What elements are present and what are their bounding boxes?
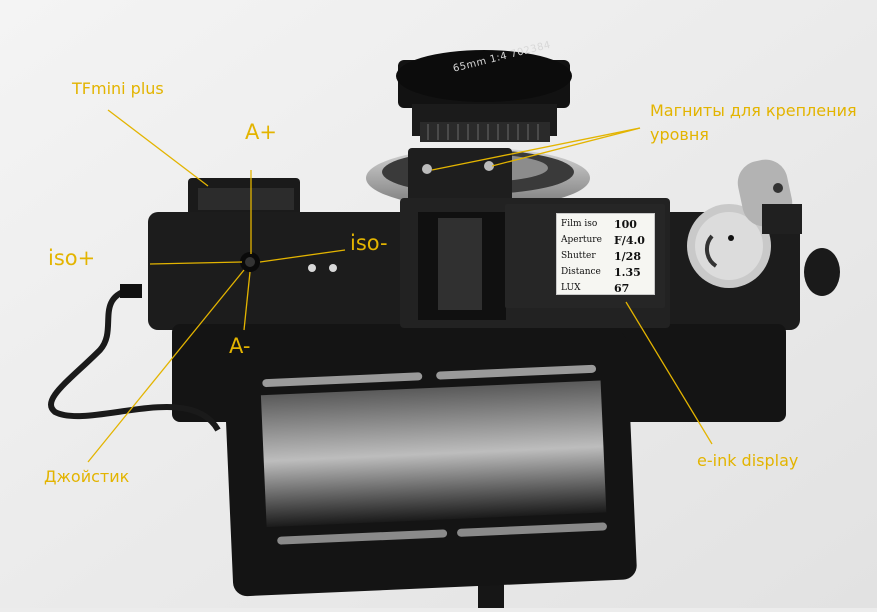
leader-iso-plus [149, 261, 243, 265]
annotation-lines [87, 109, 713, 463]
display-row-lux: LUX 67 [561, 280, 650, 296]
screw-dot [308, 264, 316, 272]
label-tfmini: TFmini plus [72, 79, 164, 98]
side-knob [762, 204, 840, 296]
label-iso-minus: iso- [350, 231, 388, 255]
cable [48, 287, 221, 432]
leader-eink [625, 301, 713, 445]
display-value: 100 [614, 217, 637, 231]
label-magnets-line1: Магниты для крепления [650, 101, 857, 120]
display-value: 67 [614, 281, 630, 295]
display-value: 1/28 [614, 249, 641, 263]
magnet-right [484, 161, 494, 171]
leader-tfmini [107, 109, 209, 187]
label-iso-plus: iso+ [48, 246, 96, 270]
leader-a-minus [243, 271, 251, 331]
eink-display: Film iso 100 Aperture F/4.0 Shutter 1/28… [556, 213, 655, 295]
display-row-shutter: Shutter 1/28 [561, 248, 650, 264]
joystick [240, 252, 260, 272]
display-key: Distance [561, 267, 601, 277]
leader-joystick [87, 269, 245, 463]
display-key: LUX [561, 283, 581, 293]
display-row-distance: Distance 1.35 [561, 264, 650, 280]
display-row-film-iso: Film iso 100 [561, 216, 650, 232]
display-key: Film iso [561, 219, 598, 229]
level-magnet-mount [408, 148, 512, 202]
label-eink: e-ink display [697, 451, 799, 470]
focus-dial [687, 204, 771, 288]
display-value: F/4.0 [614, 233, 645, 247]
display-row-aperture: Aperture F/4.0 [561, 232, 650, 248]
leader-iso-minus [259, 249, 346, 263]
ground-glass-frame [223, 329, 637, 597]
label-joystick: Джойстик [44, 467, 130, 486]
display-key: Aperture [561, 235, 602, 245]
display-value: 1.35 [614, 265, 641, 279]
magnet-left [422, 164, 432, 174]
display-key: Shutter [561, 251, 596, 261]
label-a-minus: A- [229, 334, 251, 358]
label-a-plus: A+ [245, 120, 277, 144]
label-magnets-line2: уровня [650, 125, 709, 144]
cable-plug [120, 284, 142, 298]
leader-magnet-right [491, 127, 641, 167]
screw-dot [329, 264, 337, 272]
leader-magnet-left [431, 127, 641, 171]
tfmini-sensor [188, 178, 300, 222]
